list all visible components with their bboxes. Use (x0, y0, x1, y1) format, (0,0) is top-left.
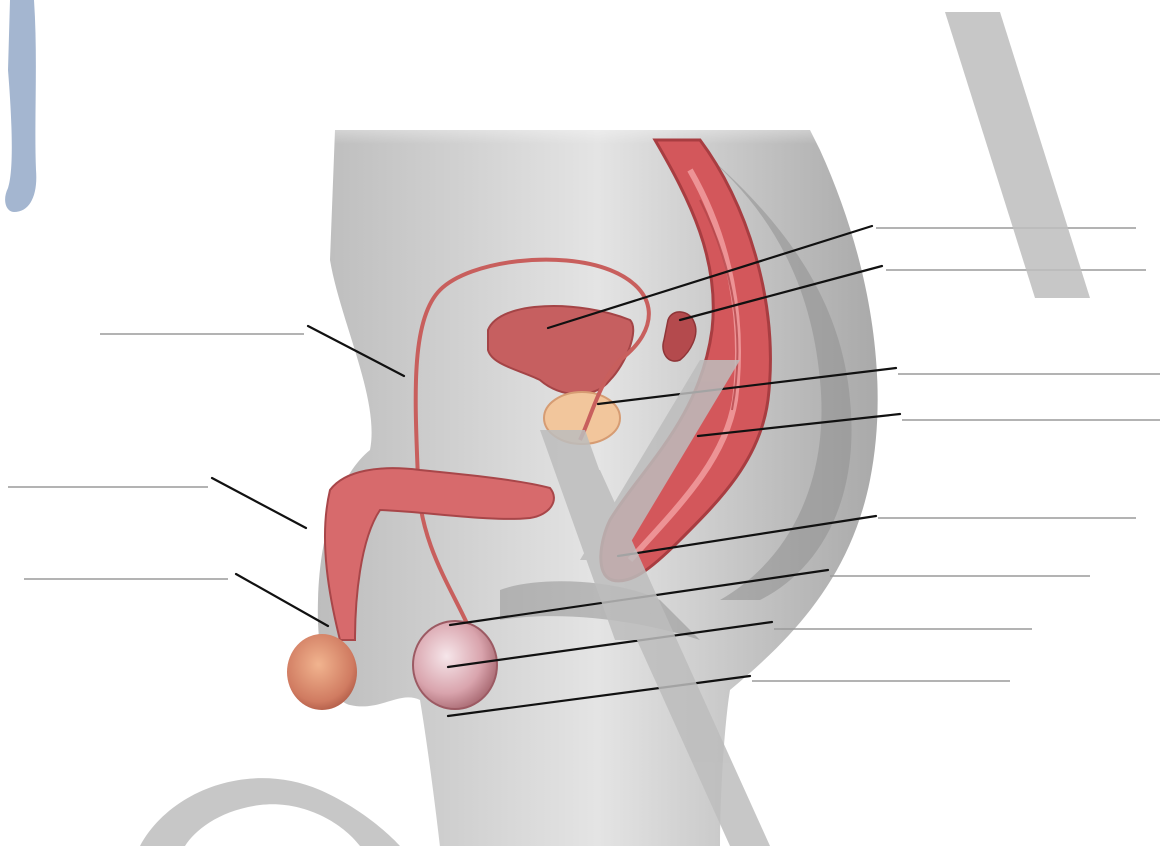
glans (287, 634, 357, 710)
leader-line (236, 574, 328, 626)
arm-silhouette (5, 0, 36, 212)
leader-line (212, 478, 306, 528)
